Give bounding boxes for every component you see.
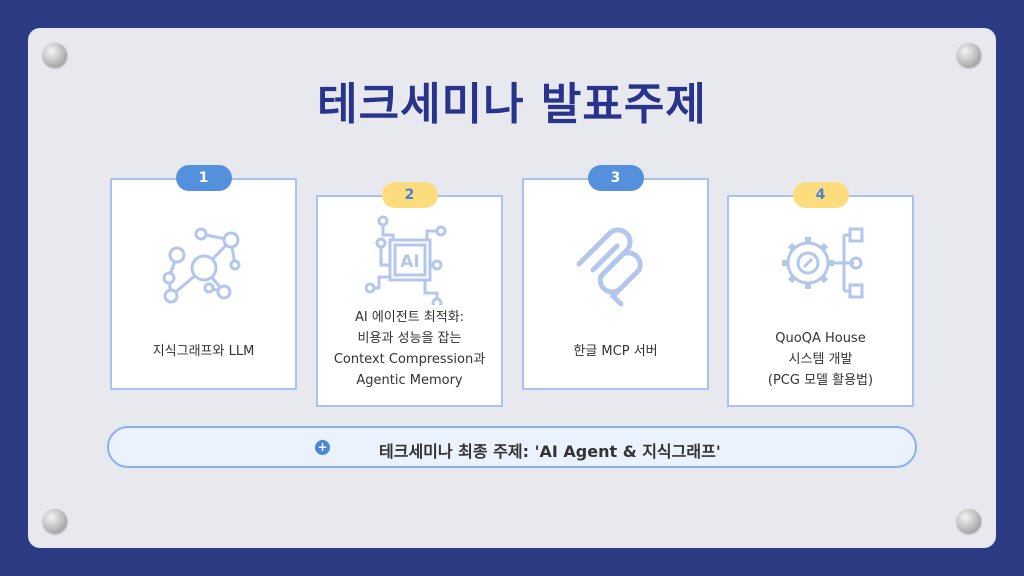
number-badge: 2 (381, 182, 438, 208)
number-badge: 4 (792, 182, 849, 208)
knowledge-graph-icon (162, 227, 240, 304)
svg-text:AI: AI (400, 252, 419, 272)
screw-icon (43, 43, 67, 67)
final-topic-bar: + 테크세미나 최종 주제: 'AI Agent & 지식그래프' (107, 426, 917, 468)
screw-icon (43, 509, 67, 533)
topic-card-1: 1 지식그래프와 LLM (110, 165, 297, 390)
ai-chip-icon: AI (364, 215, 446, 305)
final-topic-text: 테크세미나 최종 주제: 'AI Agent & 지식그래프' (379, 442, 721, 461)
number-badge: 1 (175, 165, 232, 191)
topic-card-3: 3 한글 MCP 서버 (522, 165, 709, 390)
page-title: 테크세미나 발표주제 (317, 79, 707, 130)
screw-icon (957, 43, 981, 67)
topic-label: 한글 MCP 서버 (573, 344, 658, 359)
screw-icon (957, 509, 981, 533)
gear-flow-icon (781, 227, 863, 299)
plus-circle-icon: + (315, 440, 330, 455)
topic-label: 지식그래프와 LLM (152, 344, 255, 359)
number-badge: 3 (587, 165, 644, 191)
mcp-icon (576, 227, 643, 307)
